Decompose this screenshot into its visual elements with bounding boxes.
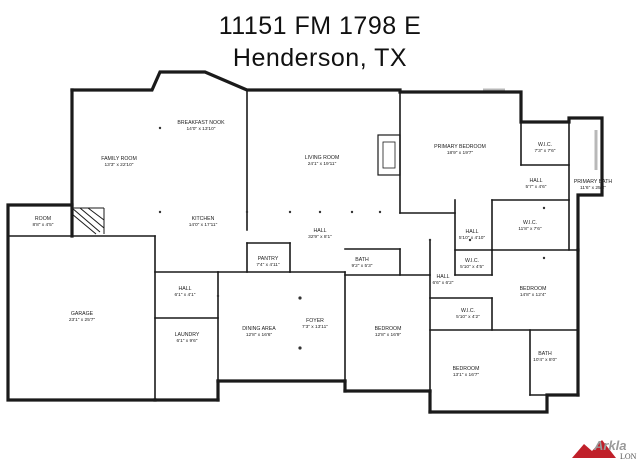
room-name: BEDROOM	[453, 366, 480, 372]
room-dims: 24'1" x 19'11"	[308, 161, 337, 167]
room-name: W.I.C.	[465, 258, 479, 264]
room-name: BREAKFAST NOOK	[177, 120, 225, 126]
room-wic-1: W.I.C. 7'3" x 7'6"	[535, 142, 556, 154]
room-dims: 5'10" x 4'2"	[456, 314, 480, 320]
room-name: HALL	[314, 228, 327, 234]
room-primary-bedroom: PRIMARY BEDROOM 18'9" x 19'7"	[434, 144, 486, 156]
room-name: HALL	[437, 274, 450, 280]
room-dims: 13'3" x 22'10"	[105, 162, 134, 168]
interior-walls	[7, 89, 579, 413]
room-foyer: FOYER 7'3" x 13'11"	[302, 318, 328, 330]
room-pantry: PANTRY 7'4" x 4'11"	[256, 256, 280, 268]
room-room: ROOM 8'8" x 4'5"	[33, 216, 54, 228]
room-dims: 7'4" x 4'11"	[256, 262, 280, 268]
room-bedroom-1: BEDROOM 14'8" x 12'4"	[520, 286, 547, 298]
room-living-room: LIVING ROOM 24'1" x 19'11"	[305, 155, 340, 167]
address-line-2: Henderson, TX	[232, 44, 408, 72]
room-name: W.I.C.	[461, 308, 475, 314]
room-dims: 23'1" x 25'7"	[69, 317, 96, 323]
room-breakfast-nook: BREAKFAST NOOK 14'0" x 13'10"	[177, 120, 225, 132]
room-wic-2: W.I.C. 11'8" x 7'6"	[518, 220, 542, 232]
room-dims: 14'0" x 17'11"	[189, 222, 218, 228]
room-dims: 14'8" x 12'4"	[520, 292, 547, 298]
room-name: HALL	[179, 286, 192, 292]
room-bedroom-3: BEDROOM 13'1" x 16'7"	[453, 366, 480, 378]
room-dims: 11'8" x 7'6"	[518, 226, 542, 232]
room-garage: GARAGE 23'1" x 25'7"	[69, 311, 96, 323]
room-wic-4: W.I.C. 5'10" x 4'2"	[456, 308, 480, 320]
room-wic-3: W.I.C. 5'10" x 4'5"	[460, 258, 484, 270]
room-bath-1: BATH 9'2" x 5'3"	[352, 257, 373, 269]
room-dims: 5'10" x 4'10"	[459, 235, 486, 241]
room-kitchen: KITCHEN 14'0" x 17'11"	[189, 216, 218, 228]
room-name: BEDROOM	[375, 326, 402, 332]
room-name: FOYER	[306, 318, 324, 324]
room-family-room: FAMILY ROOM 13'3" x 22'10"	[101, 156, 137, 168]
room-dims: 5'10" x 4'5"	[460, 264, 484, 270]
room-dims: 7'3" x 7'6"	[535, 148, 556, 154]
room-dims: 12'8" x 16'6"	[246, 332, 273, 338]
room-name: HALL	[530, 178, 543, 184]
room-dims: 8'8" x 4'5"	[33, 222, 54, 228]
room-hall-3: HALL 5'10" x 4'10"	[459, 229, 486, 241]
room-name: DINING AREA	[242, 326, 276, 332]
brand-logo: Arkla LON	[572, 438, 637, 460]
room-dims: 5'7" x 4'6"	[526, 184, 547, 190]
room-bath-2: BATH 10'4" x 8'0"	[533, 351, 557, 363]
room-dims: 9'2" x 5'3"	[352, 263, 373, 269]
roof-mark-icon	[572, 440, 616, 458]
room-name: BEDROOM	[520, 286, 547, 292]
room-primary-bath: PRIMARY BATH 11'6" x 25'2"	[574, 179, 613, 191]
room-name: PRIMARY BATH	[574, 179, 613, 185]
room-name: W.I.C.	[538, 142, 552, 148]
exterior-walls	[6, 70, 604, 414]
room-hall-2: HALL 32'9" x 8'1"	[308, 228, 332, 240]
room-name: PANTRY	[258, 256, 279, 262]
room-dims: 12'8" x 16'9"	[375, 332, 402, 338]
room-name: HALL	[466, 229, 479, 235]
room-name: LAUNDRY	[175, 332, 200, 338]
room-dims: 13'1" x 16'7"	[453, 372, 480, 378]
room-dims: 7'3" x 13'11"	[302, 324, 328, 330]
room-name: FAMILY ROOM	[101, 156, 137, 162]
room-name: KITCHEN	[192, 216, 215, 222]
room-dims: 11'6" x 25'2"	[580, 185, 606, 191]
room-dims: 6'1" x 9'6"	[177, 338, 198, 344]
room-dining-area: DINING AREA 12'8" x 16'6"	[242, 326, 276, 338]
room-dims: 6'1" x 4'1"	[175, 292, 196, 298]
room-name: LIVING ROOM	[305, 155, 340, 161]
room-name: W.I.C.	[523, 220, 537, 226]
door-markers	[158, 126, 546, 350]
room-bedroom-2: BEDROOM 12'8" x 16'9"	[375, 326, 402, 338]
room-name: BATH	[538, 351, 552, 357]
room-dims: 14'0" x 13'10"	[187, 126, 216, 132]
room-dims: 6'6" x 6'2"	[433, 280, 454, 286]
room-hall-1: HALL 5'7" x 4'6"	[526, 178, 547, 190]
room-dims: 18'9" x 19'7"	[447, 150, 474, 156]
logo-text: Arkla	[593, 438, 627, 453]
room-laundry: LAUNDRY 6'1" x 9'6"	[175, 332, 200, 344]
room-name: BATH	[355, 257, 369, 263]
room-dims: 32'9" x 8'1"	[308, 234, 332, 240]
room-name: PRIMARY BEDROOM	[434, 144, 486, 150]
room-hall-5: HALL 6'1" x 4'1"	[175, 286, 196, 298]
logo-subtext: LON	[620, 452, 637, 460]
address-line-1: 11151 FM 1798 E	[218, 12, 422, 40]
room-name: ROOM	[35, 216, 51, 222]
room-dims: 10'4" x 8'0"	[533, 357, 557, 363]
room-name: GARAGE	[71, 311, 94, 317]
windows	[6, 70, 598, 414]
room-hall-4: HALL 6'6" x 6'2"	[433, 274, 454, 286]
